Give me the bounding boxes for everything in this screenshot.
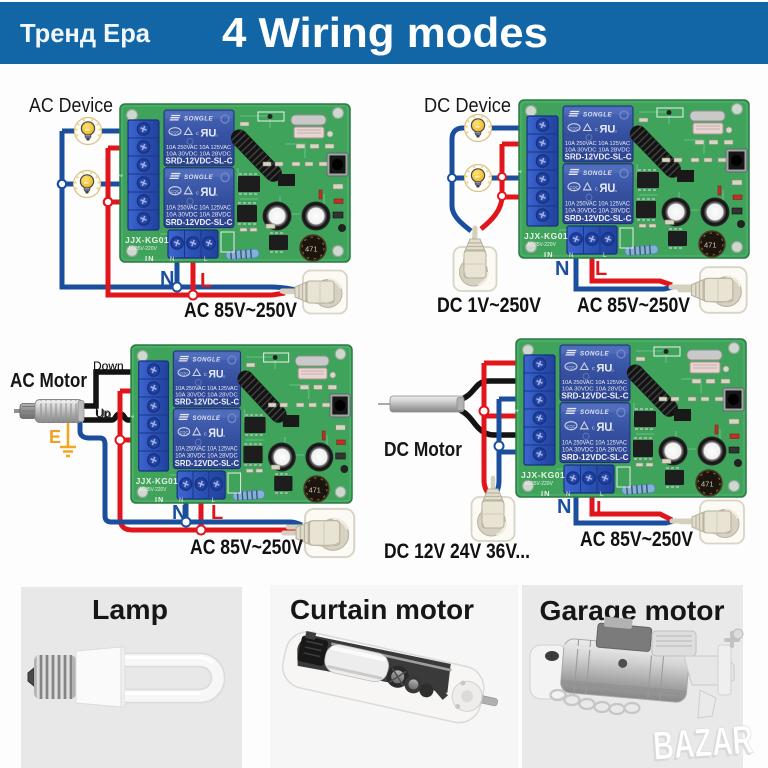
svg-text:L: L (200, 270, 212, 292)
svg-text:Curtain motor: Curtain motor (290, 594, 474, 625)
svg-text:Up: Up (95, 406, 111, 420)
svg-text:DC 1V~250V: DC 1V~250V (437, 294, 541, 317)
svg-text:E: E (49, 427, 61, 447)
svg-text:AC 85V~250V: AC 85V~250V (580, 528, 693, 551)
svg-text:DC Device: DC Device (424, 95, 511, 117)
svg-text:AC 85V~250V: AC 85V~250V (184, 299, 297, 322)
svg-text:N: N (160, 268, 174, 290)
svg-text:L: L (596, 498, 608, 520)
svg-text:Lamp: Lamp (92, 594, 168, 625)
svg-text:BAZAR: BAZAR (652, 718, 755, 768)
svg-text:DC Motor: DC Motor (384, 439, 462, 461)
svg-text:AC Device: AC Device (29, 95, 113, 117)
svg-text:L: L (211, 502, 223, 524)
svg-text:4 Wiring modes: 4 Wiring modes (222, 9, 548, 56)
svg-text:AC Motor: AC Motor (10, 370, 87, 392)
svg-text:L: L (595, 258, 607, 280)
svg-text:N: N (555, 258, 569, 280)
svg-text:AC 85V~250V: AC 85V~250V (190, 536, 303, 559)
svg-text:Тренд Ера: Тренд Ера (20, 18, 151, 48)
svg-text:BAZAR: BAZAR (650, 720, 753, 768)
svg-text:DC 12V 24V 36V...: DC 12V 24V 36V... (384, 540, 530, 563)
svg-text:N: N (172, 502, 186, 524)
svg-text:N: N (557, 496, 571, 518)
svg-text:AC 85V~250V: AC 85V~250V (577, 294, 690, 317)
svg-text:Down: Down (93, 359, 124, 373)
